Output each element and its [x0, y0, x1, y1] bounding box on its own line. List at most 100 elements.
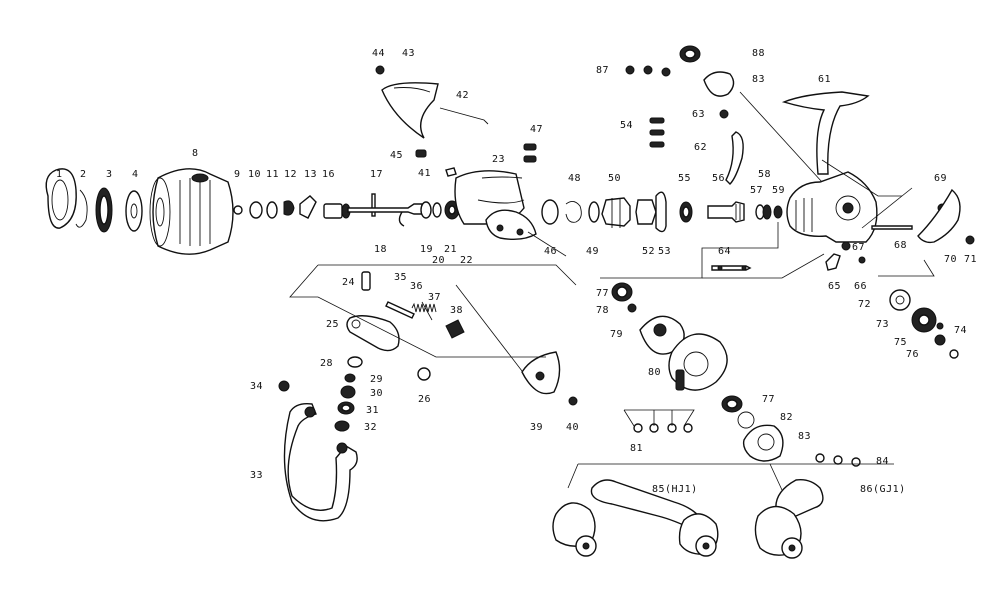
label-part-3: 3	[106, 169, 113, 180]
part-42-bail-wire	[439, 107, 489, 125]
label-part-21: 21	[444, 244, 457, 255]
part-38	[445, 319, 465, 339]
bail-group	[278, 271, 465, 522]
label-part-12: 12	[284, 169, 297, 180]
part-87-screw	[625, 65, 635, 75]
label-part-57: 57	[750, 185, 763, 196]
part-59	[773, 205, 783, 219]
label-part-84: 84	[876, 456, 889, 467]
part-40-screw	[568, 396, 578, 406]
label-part-86: 86(GJ1)	[860, 484, 906, 495]
drive-group	[541, 117, 783, 433]
label-part-82: 82	[780, 412, 793, 423]
label-part-25: 25	[326, 319, 339, 330]
label-part-20: 20	[432, 255, 445, 266]
label-part-73: 73	[876, 319, 889, 330]
callout-labels: 1 2 3 4 8 9 10 11 12 13 16 17 18 19 20 2…	[56, 48, 977, 495]
label-part-67: 67	[852, 242, 865, 253]
label-part-23: 23	[492, 154, 505, 165]
part-35-36-spring	[385, 301, 415, 319]
label-part-42: 42	[456, 90, 469, 101]
label-part-17: 17	[370, 169, 383, 180]
label-part-26: 26	[418, 394, 431, 405]
label-part-59: 59	[772, 185, 785, 196]
label-part-19: 19	[420, 244, 433, 255]
part-26-screw	[417, 367, 431, 381]
label-part-37: 37	[428, 292, 441, 303]
label-part-43: 43	[402, 48, 415, 59]
spool-group	[45, 168, 234, 255]
label-part-34: 34	[250, 381, 263, 392]
label-part-64: 64	[718, 246, 731, 257]
label-part-2: 2	[80, 169, 87, 180]
part-61-foot	[781, 91, 870, 175]
part-19	[420, 201, 432, 219]
part-4-washer	[125, 190, 143, 232]
label-part-78: 78	[596, 305, 609, 316]
part-68-pin	[871, 225, 913, 230]
part-24-screw	[361, 271, 371, 291]
label-part-44: 44	[372, 48, 385, 59]
label-part-55: 55	[678, 173, 691, 184]
part-74	[936, 322, 944, 330]
label-part-30: 30	[370, 388, 383, 399]
label-part-76: 76	[906, 349, 919, 360]
part-41	[445, 167, 457, 177]
part-82-washer	[737, 411, 755, 429]
part-62-lever	[725, 131, 744, 185]
label-part-87: 87	[596, 65, 609, 76]
label-part-68: 68	[894, 240, 907, 251]
label-part-50: 50	[608, 173, 621, 184]
label-part-24: 24	[342, 277, 355, 288]
label-part-69: 69	[934, 173, 947, 184]
part-10	[249, 201, 263, 219]
part-81-screws	[633, 423, 643, 433]
part-76	[949, 349, 959, 359]
part-28	[347, 356, 363, 368]
label-part-49: 49	[586, 246, 599, 257]
label-part-45: 45	[390, 150, 403, 161]
label-part-38: 38	[450, 305, 463, 316]
label-part-85: 85(HJ1)	[652, 484, 698, 495]
label-part-18: 18	[374, 244, 387, 255]
label-part-61: 61	[818, 74, 831, 85]
part-66	[858, 256, 866, 264]
part-65	[825, 253, 841, 271]
part-44-screw	[375, 65, 385, 75]
part-53	[655, 191, 667, 233]
part-11	[266, 201, 278, 219]
part-2-clip	[75, 189, 88, 228]
part-12	[283, 200, 295, 216]
label-part-22: 22	[460, 255, 473, 266]
label-part-83-upper: 83	[752, 74, 765, 85]
label-part-4: 4	[132, 169, 139, 180]
part-50-nut	[601, 197, 631, 227]
part-67	[841, 241, 851, 251]
part-45-screw	[415, 149, 427, 158]
label-part-1: 1	[56, 169, 63, 180]
part-47-screws	[523, 143, 537, 151]
label-part-62: 62	[694, 142, 707, 153]
label-part-31: 31	[366, 405, 379, 416]
label-part-74: 74	[954, 325, 967, 336]
part-33-bail-wire	[283, 402, 358, 522]
part-20	[432, 202, 442, 218]
label-part-47: 47	[530, 124, 543, 135]
label-part-77-lower: 77	[762, 394, 775, 405]
label-part-40: 40	[566, 422, 579, 433]
part-63-screw	[719, 109, 729, 119]
part-48-spring	[565, 201, 582, 223]
label-part-35: 35	[394, 272, 407, 283]
part-58	[762, 204, 772, 220]
part-18-main-shaft	[347, 203, 423, 215]
label-part-83-lower: 83	[798, 431, 811, 442]
label-part-52: 52	[642, 246, 655, 257]
part-52	[635, 199, 657, 225]
part-48	[541, 199, 559, 225]
part-46-rotor-body	[485, 209, 537, 241]
label-part-9: 9	[234, 169, 241, 180]
part-body-frame	[786, 171, 878, 243]
part-75	[934, 334, 946, 346]
